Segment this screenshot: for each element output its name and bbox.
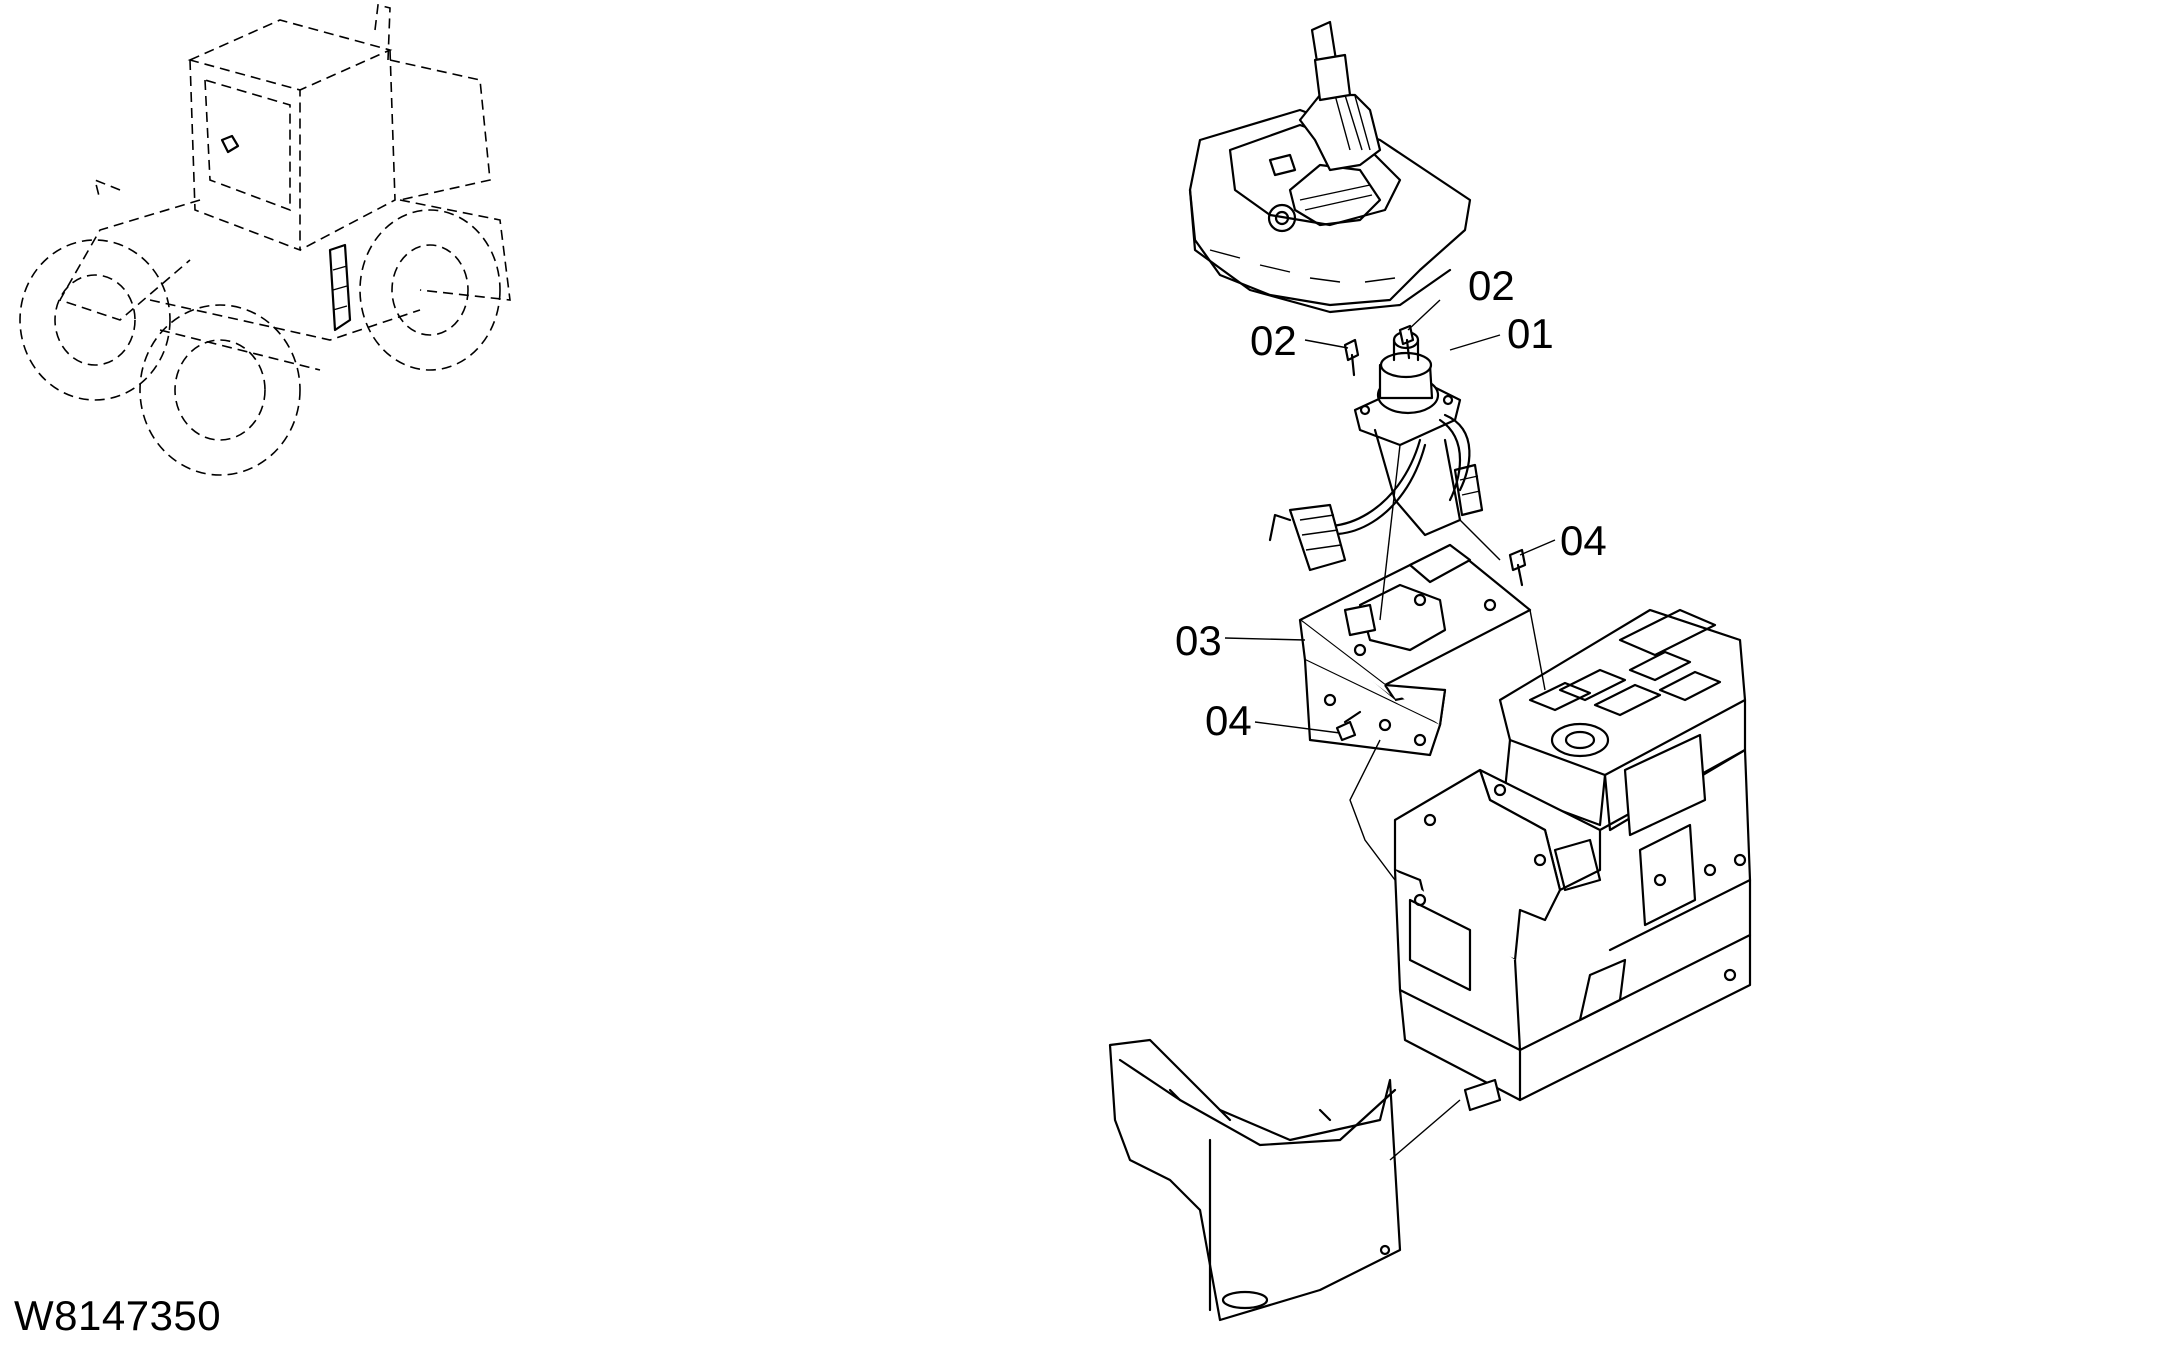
machine-locator-view <box>19 4 511 476</box>
joystick-assembly <box>1188 20 1472 314</box>
callout-03: 03 <box>1175 617 1222 664</box>
callout-02-left: 02 <box>1250 317 1297 364</box>
console-housing <box>1393 608 1752 1112</box>
part-01-sensor <box>1268 330 1484 572</box>
callout-02-right: 02 <box>1468 262 1515 309</box>
assembly-guide-lines <box>1349 444 1546 1161</box>
part-02-screws <box>1343 324 1415 377</box>
callout-04-left: 04 <box>1205 697 1252 744</box>
callout-leaders <box>1224 299 1556 734</box>
drawing-number: W8147350 <box>14 1292 222 1339</box>
callout-01: 01 <box>1507 310 1554 357</box>
lower-cover <box>1108 1038 1402 1322</box>
highlight-marker <box>220 134 240 154</box>
callout-04-right: 04 <box>1560 517 1607 564</box>
part-03-bracket <box>1298 543 1532 757</box>
